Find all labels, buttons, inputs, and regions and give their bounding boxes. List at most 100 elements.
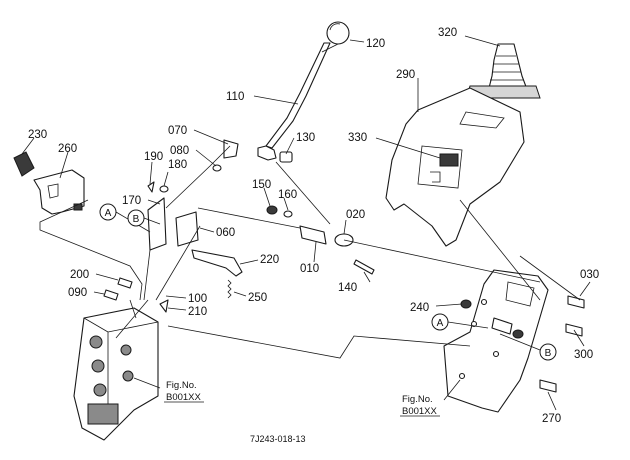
label-160: 160	[278, 189, 297, 211]
svg-text:150: 150	[252, 179, 271, 191]
grip-230	[13, 151, 35, 177]
callout-a-right: A	[431, 313, 489, 331]
svg-text:240: 240	[410, 302, 429, 314]
svg-text:090: 090	[68, 287, 87, 299]
bolt-090	[103, 289, 119, 301]
cover-290	[385, 87, 525, 247]
svg-text:A: A	[437, 318, 444, 329]
clip-190	[147, 181, 155, 193]
svg-text:220: 220	[260, 254, 279, 266]
svg-text:Fig.No.: Fig.No.	[166, 380, 197, 391]
label-330: 330	[348, 132, 441, 159]
label-240: 240	[410, 302, 463, 314]
label-300: 300	[573, 329, 593, 361]
svg-text:300: 300	[574, 349, 593, 361]
boot-320	[465, 43, 541, 99]
svg-text:A: A	[105, 208, 112, 219]
fig-ref-right: Fig.No. B001XX	[400, 379, 461, 417]
assembly-lines	[39, 43, 581, 359]
washer-080	[212, 164, 222, 172]
nut-240	[460, 299, 524, 339]
svg-text:140: 140	[338, 282, 357, 294]
label-120: 120	[349, 38, 385, 50]
callout-b-right: B	[499, 333, 557, 361]
svg-text:B: B	[545, 348, 552, 359]
label-060: 060	[199, 227, 235, 239]
label-180: 180	[163, 159, 187, 187]
svg-text:110: 110	[226, 91, 244, 103]
bolt-030	[567, 295, 585, 309]
label-290: 290	[396, 69, 419, 112]
collar-130	[279, 151, 293, 163]
svg-text:B: B	[133, 214, 140, 225]
plate-060	[175, 211, 199, 247]
bolt-140	[353, 259, 375, 275]
svg-text:190: 190	[144, 151, 163, 163]
rod-220	[191, 249, 243, 277]
svg-text:120: 120	[366, 38, 385, 50]
svg-text:160: 160	[278, 189, 297, 201]
svg-text:080: 080	[170, 145, 189, 157]
svg-text:020: 020	[346, 209, 365, 221]
bolt-270	[539, 379, 557, 393]
svg-text:230: 230	[28, 129, 47, 141]
washer-180	[159, 185, 169, 193]
svg-text:010: 010	[300, 263, 319, 275]
svg-text:060: 060	[216, 227, 235, 239]
svg-text:Fig.No.: Fig.No.	[402, 394, 433, 405]
svg-text:B001XX: B001XX	[402, 406, 438, 417]
clip-210	[159, 299, 169, 313]
bracket-260	[33, 169, 85, 215]
svg-text:070: 070	[168, 125, 187, 137]
label-030: 030	[579, 269, 599, 297]
label-260: 260	[58, 143, 77, 179]
svg-text:180: 180	[168, 159, 187, 171]
gate-330	[439, 153, 459, 167]
svg-text:030: 030	[580, 269, 599, 281]
svg-text:130: 130	[296, 132, 315, 144]
label-010: 010	[300, 241, 319, 275]
plate-170	[147, 197, 167, 251]
spring-250	[227, 279, 232, 299]
label-090: 090	[68, 287, 105, 299]
svg-text:290: 290	[396, 69, 415, 81]
pin-070	[223, 139, 239, 159]
drawing-code: 7J243-018-13	[250, 434, 306, 444]
bolt-200	[117, 277, 133, 289]
svg-text:100: 100	[188, 293, 207, 305]
label-130: 130	[285, 132, 315, 155]
svg-text:170: 170	[122, 195, 141, 207]
label-110: 110	[226, 91, 299, 105]
svg-text:B001XX: B001XX	[166, 392, 202, 403]
label-170: 170	[122, 195, 161, 207]
label-270: 270	[542, 391, 561, 425]
label-100: 100	[165, 293, 207, 305]
washer-160	[283, 210, 293, 218]
mounting-plate	[443, 269, 549, 413]
svg-text:260: 260	[58, 143, 77, 155]
lever-knob-120	[326, 21, 350, 45]
clevis-010	[299, 225, 327, 245]
callout-b-left: B	[127, 209, 161, 227]
label-250: 250	[233, 291, 267, 304]
svg-text:200: 200	[70, 269, 89, 281]
label-140: 140	[338, 271, 371, 294]
svg-text:250: 250	[248, 292, 267, 304]
svg-text:320: 320	[438, 27, 457, 39]
svg-text:330: 330	[348, 132, 367, 144]
label-020: 020	[343, 209, 365, 235]
lever-110	[257, 42, 331, 161]
label-230: 230	[21, 129, 47, 155]
label-320: 320	[438, 27, 501, 47]
label-190: 190	[144, 151, 163, 185]
label-200: 200	[70, 269, 119, 281]
svg-text:270: 270	[542, 413, 561, 425]
control-valve	[73, 307, 159, 441]
label-150: 150	[252, 179, 271, 207]
nut-150	[266, 205, 278, 215]
label-210: 210	[167, 306, 207, 318]
label-220: 220	[239, 254, 279, 266]
label-070: 070	[168, 125, 229, 145]
